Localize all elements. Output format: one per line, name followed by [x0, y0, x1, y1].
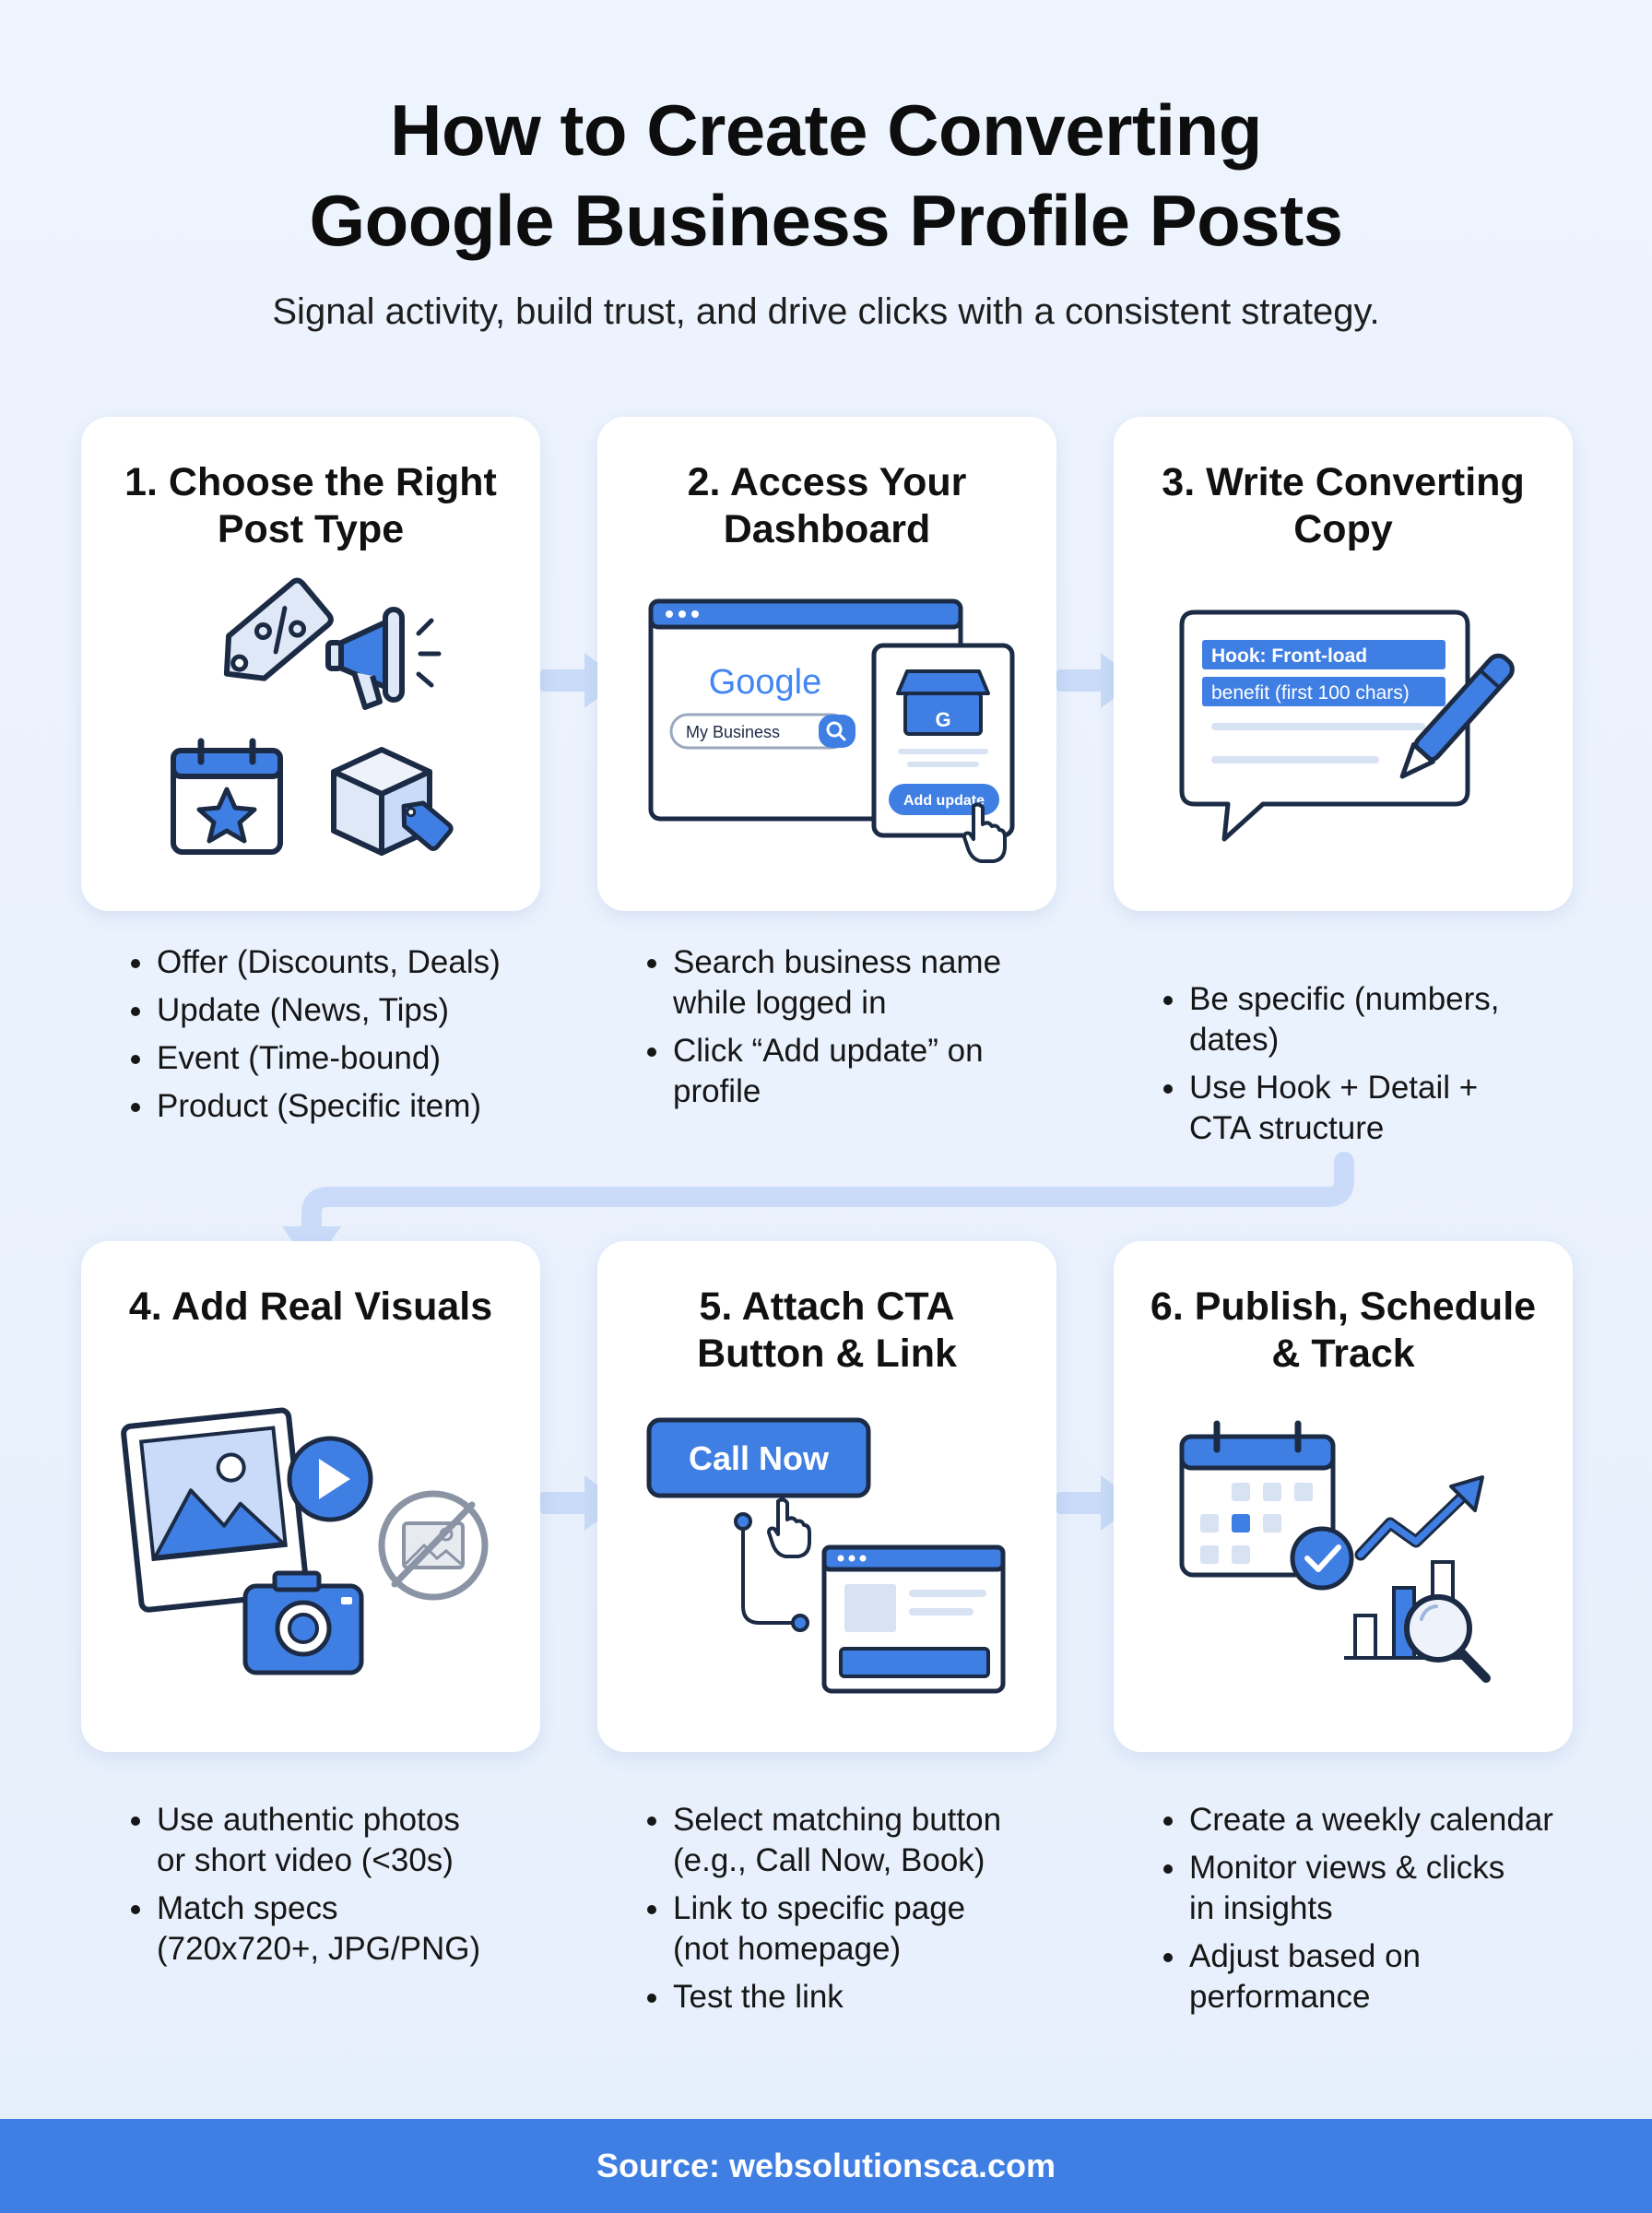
copywriting-illustration: Hook: Front-load benefit (first 100 char… — [1179, 609, 1515, 842]
megaphone-icon — [325, 607, 442, 710]
step-title: 4. Add Real Visuals — [128, 1284, 493, 1329]
step-1-bullets: Offer (Discounts, Deals) Update (News, T… — [125, 942, 559, 1134]
post-type-illustration — [171, 577, 454, 856]
step-title: 2. Access Your Dashboard — [687, 460, 967, 551]
list-item: Create a weekly calendar — [1158, 1800, 1591, 1840]
trend-chart-icon — [1344, 1475, 1484, 1660]
cta-illustration: Call Now — [646, 1417, 1006, 1694]
step-title: 3. Write Converting Copy — [1162, 460, 1525, 551]
hand-cursor-icon — [767, 1497, 811, 1558]
magnifier-icon — [1404, 1594, 1491, 1683]
list-item: Offer (Discounts, Deals) — [125, 942, 559, 983]
calendar-check-icon — [1179, 1420, 1354, 1591]
link-path-icon — [734, 1512, 809, 1632]
list-item: Use Hook + Detail + CTA structure — [1158, 1068, 1591, 1149]
step-card-1: 1. Choose the Right Post Type — [81, 417, 540, 911]
svg-text:G: G — [935, 708, 950, 731]
step-4-bullets: Use authentic photos or short video (<30… — [125, 1800, 559, 1977]
dashboard-illustration: Google My Business G Add update — [648, 598, 1015, 863]
list-item: Event (Time-bound) — [125, 1038, 559, 1079]
step-title: 1. Choose the Right Post Type — [124, 460, 497, 551]
hand-cursor-icon — [962, 802, 1007, 863]
svg-text:Hook: Front-load: Hook: Front-load — [1211, 645, 1367, 667]
landing-page-icon — [821, 1544, 1006, 1694]
list-item: Test the link — [642, 1977, 1075, 2018]
speech-bubble-icon — [1179, 609, 1470, 842]
product-box-icon — [331, 747, 454, 856]
search-input — [669, 713, 856, 750]
step-6-bullets: Create a weekly calendar Monitor views &… — [1158, 1800, 1591, 2025]
step-card-5: 5. Attach CTA Button & Link Call Now — [597, 1241, 1056, 1752]
step-5-bullets: Select matching button (e.g., Call Now, … — [642, 1800, 1075, 2025]
price-tag-icon — [223, 577, 334, 681]
step-card-4: 4. Add Real Visuals — [81, 1241, 540, 1752]
tracking-illustration — [1179, 1420, 1491, 1683]
google-logo: Google — [709, 663, 822, 702]
list-item: Use authentic photos or short video (<30… — [125, 1800, 559, 1881]
list-item: Click “Add update” on profile — [642, 1031, 1066, 1112]
page-title: How to Create Converting Google Business… — [309, 89, 1343, 261]
list-item: Select matching button (e.g., Call Now, … — [642, 1800, 1075, 1881]
svg-text:benefit (first 100 chars): benefit (first 100 chars) — [1211, 682, 1410, 704]
svg-text:Add update: Add update — [903, 793, 985, 809]
calendar-star-icon — [171, 738, 283, 855]
svg-text:Call Now: Call Now — [689, 1439, 830, 1477]
list-item: Monitor views & clicks in insights — [1158, 1848, 1591, 1929]
list-item: Be specific (numbers, dates) — [1158, 979, 1591, 1060]
list-item: Product (Specific item) — [125, 1086, 559, 1127]
step-card-6: 6. Publish, Schedule & Track — [1114, 1241, 1573, 1752]
search-text: My Business — [686, 723, 780, 741]
list-item: Link to specific page (not homepage) — [642, 1888, 1075, 1970]
step-3-bullets: Be specific (numbers, dates) Use Hook + … — [1158, 979, 1591, 1156]
no-stock-image-icon — [378, 1490, 489, 1601]
step-title: 6. Publish, Schedule & Track — [1150, 1284, 1537, 1376]
step-title: 5. Attach CTA Button & Link — [697, 1284, 957, 1376]
list-item: Match specs (720x720+, JPG/PNG) — [125, 1888, 559, 1970]
step-card-2: 2. Access Your Dashboard Google My Busin… — [597, 417, 1056, 911]
visuals-illustration — [121, 1407, 489, 1675]
page-subtitle: Signal activity, build trust, and drive … — [272, 291, 1380, 332]
step-2-bullets: Search business name while logged in Cli… — [642, 942, 1066, 1119]
pen-icon — [1399, 653, 1515, 779]
list-item: Search business name while logged in — [642, 942, 1066, 1024]
camera-icon — [242, 1570, 364, 1675]
list-item: Update (News, Tips) — [125, 990, 559, 1031]
step-card-3: 3. Write Converting Copy Hook: Front-loa… — [1114, 417, 1573, 911]
source-footer: Source: websolutionsca.com — [0, 2119, 1652, 2213]
call-now-button — [646, 1417, 871, 1498]
list-item: Adjust based on performance — [1158, 1936, 1591, 2018]
play-icon — [287, 1436, 373, 1522]
photo-icon — [121, 1407, 310, 1613]
